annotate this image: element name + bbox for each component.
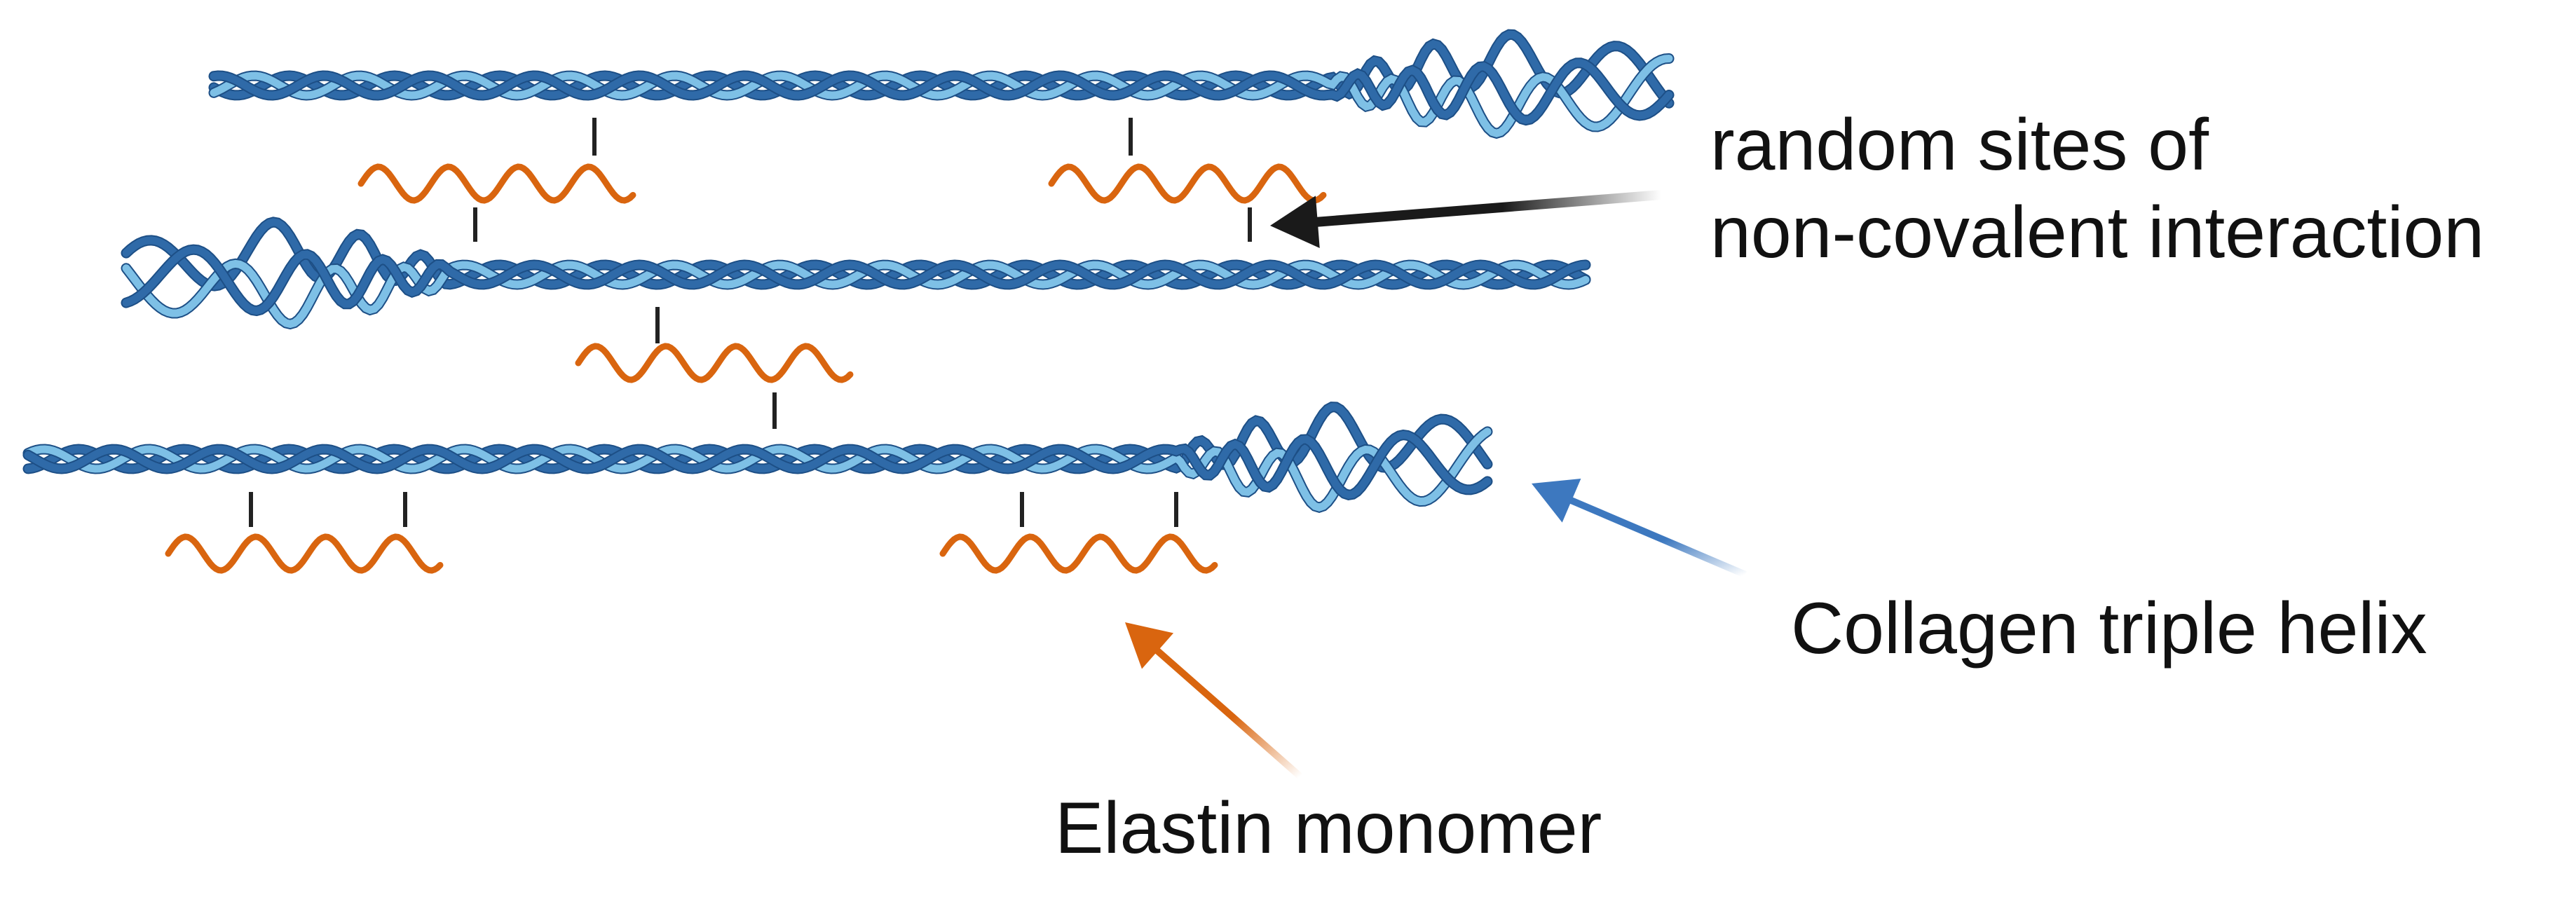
- elastin-monomer-2: [1048, 163, 1327, 204]
- collagen-helix-top-strand-2: [210, 55, 1673, 138]
- interaction-label-line2: non-covalent interaction: [1710, 191, 2485, 273]
- elastin-arrow-head: [1125, 622, 1174, 669]
- interaction-label: random sites of non-covalent interaction: [1710, 102, 2484, 277]
- collagen-label: Collagen triple helix: [1791, 588, 2427, 669]
- interaction-arrow-shaft: [1307, 190, 1662, 228]
- collagen-helix-middle-strand-3: [122, 245, 1590, 315]
- interaction-label-line1: random sites of: [1710, 104, 2209, 186]
- collagen-helix-bottom: [22, 402, 1493, 513]
- interaction-arrow-head: [1270, 196, 1320, 248]
- collagen-helix-top-strand-3: [210, 59, 1673, 125]
- elastin-arrow: [1125, 622, 1303, 779]
- elastin-label: Elastin monomer: [1055, 788, 1602, 869]
- elastin-monomer-4: [165, 533, 444, 574]
- elastin-monomer-5: [939, 533, 1218, 574]
- elastin-monomer-3: [575, 343, 854, 383]
- interaction-arrow: [1270, 190, 1662, 248]
- elastin-monomer-1: [357, 163, 636, 204]
- collagen-helix-middle: [121, 217, 1591, 330]
- elastin-arrow-shaft: [1148, 643, 1303, 779]
- collagen-helix-top: [208, 29, 1675, 139]
- collagen-helix-bottom-strand-3: [24, 431, 1492, 499]
- collagen-arrow-shaft: [1562, 493, 1747, 578]
- collagen-arrow: [1532, 478, 1747, 578]
- collagen-arrow-head: [1532, 478, 1581, 523]
